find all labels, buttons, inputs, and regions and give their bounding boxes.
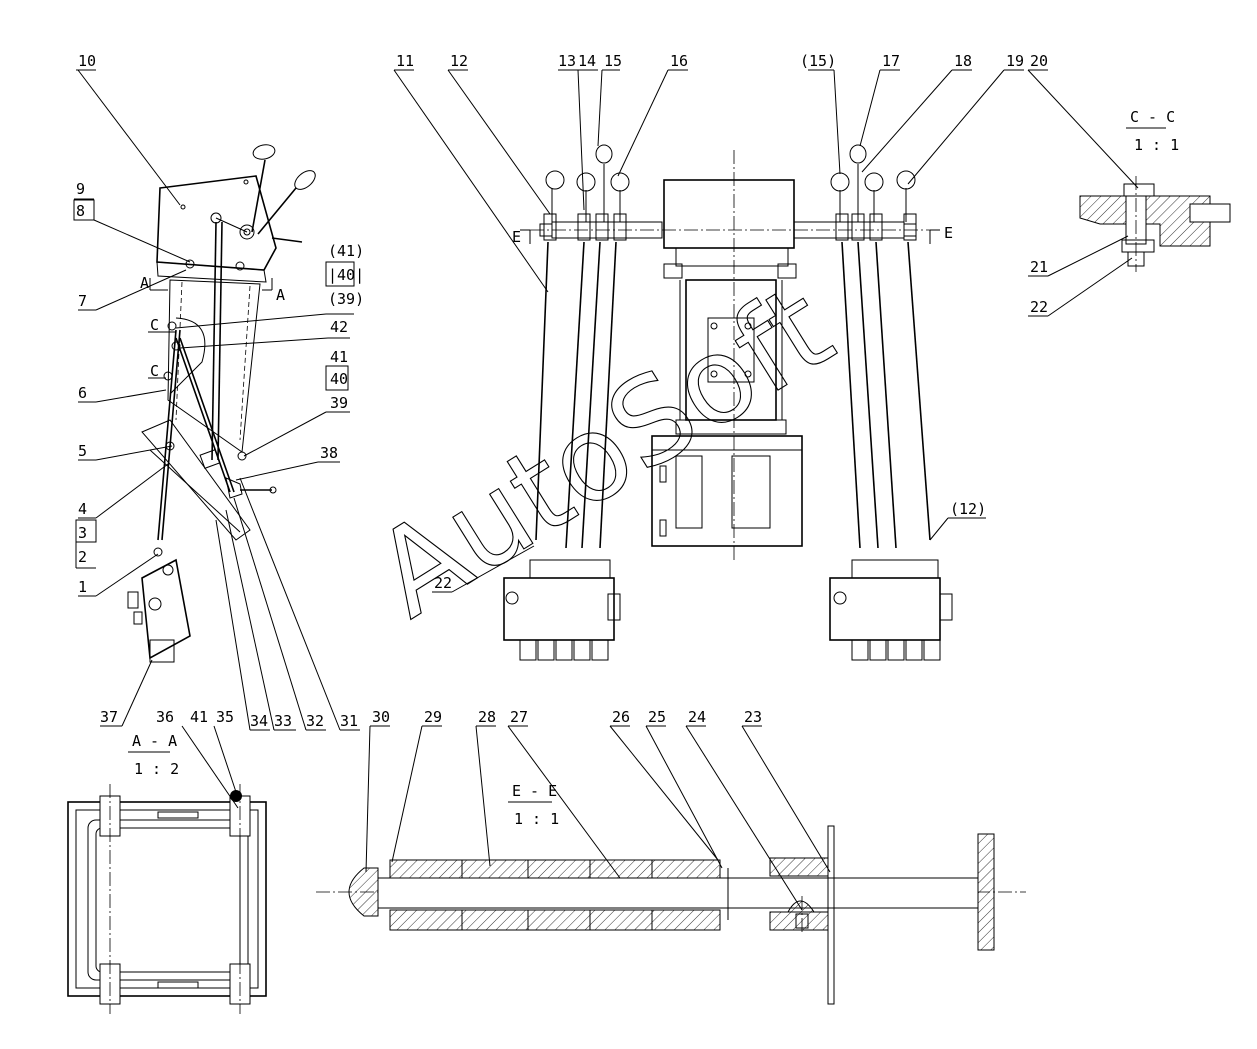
part-label: 33 [274,712,292,730]
part-label: 35 [216,708,234,726]
part-label: 1 [78,578,87,596]
part-label: 4 [78,500,87,518]
valve-port [149,639,175,663]
part-label: 6 [78,384,87,402]
part-label: 10 [78,52,96,70]
section-cc: C - C 1 : 1 20 21 22 [1027,52,1231,317]
part-label: 15 [604,52,622,70]
part-label: 21 [1030,258,1048,276]
part-label: 32 [306,712,324,730]
lever-knob-1 [252,144,276,160]
section-marker-c-top: C [150,316,159,334]
control-box [156,175,277,271]
link-rod-3 [175,337,231,493]
section-aa: A - A 1 : 2 [67,725,267,1014]
aa-outer-frame [67,801,267,997]
section-scale: 1 : 2 [134,760,179,778]
section-marker-e-left: E [512,228,521,246]
part-label: (15) [800,52,836,70]
part-label: 8 [76,202,85,220]
lever-knob-2 [294,170,316,190]
side-view-callouts: 10 9 8 7 6 5 4 3 2 1 (41) |40| (39) 42 [73,52,364,731]
part-label: (12) [950,500,986,518]
section-marker-c-bottom: C [150,362,159,380]
section-ee: E - E 1 : 1 30 29 28 27 26 25 [316,708,1026,1005]
part-label: 30 [372,708,390,726]
part-label: 34 [250,712,268,730]
side-view: A A C C [127,144,316,663]
part-label: 12 [450,52,468,70]
lower-mount [651,435,803,547]
link-rod-1 [211,221,217,461]
section-title: C - C [1130,108,1175,126]
part-label: 36 [156,708,174,726]
pedal-plate [141,419,251,541]
part-label: 42 [330,318,348,336]
box-base-plate [156,261,267,283]
ee-flange [977,833,995,951]
ref-label: 39 [330,394,348,412]
part-label: 22 [434,574,452,592]
part-label: 38 [320,444,338,462]
part-label: 24 [688,708,706,726]
ref-label: (39) [328,290,364,308]
part-label: 18 [954,52,972,70]
part-label: 7 [78,292,87,310]
part-label: 31 [340,712,358,730]
section-title: E - E [512,782,557,800]
aa-highlight-bolt [230,790,242,802]
pivot-bolt [239,224,255,240]
section-marker-a-right: A [276,286,285,304]
lever-1 [251,159,266,233]
part-label: 22 [1030,298,1048,316]
part-label: 41 [190,708,208,726]
lever-2 [257,187,297,235]
ref-label: 40 [330,370,348,388]
access-plate [707,317,755,383]
ref-label: (41) [328,242,364,260]
section-marker-e-right: E [944,224,953,242]
section-scale: 1 : 1 [1134,136,1179,154]
ee-shaft [377,877,979,909]
part-label: 19 [1006,52,1024,70]
part-label: 28 [478,708,496,726]
part-label: 29 [424,708,442,726]
valve-bank-left [503,577,615,641]
link-rod-2 [157,329,177,541]
part-label: 14 [578,52,596,70]
part-label: 11 [396,52,414,70]
top-view-callouts: 11 12 13 14 15 16 (15) 17 18 19 (12) 22 [393,52,1024,593]
part-label: 37 [100,708,118,726]
part-label: 3 [78,524,87,542]
part-label: 26 [612,708,630,726]
part-label: 23 [744,708,762,726]
ref-label: |40| [328,266,364,284]
part-label: 27 [510,708,528,726]
part-label: 5 [78,442,87,460]
part-label: 20 [1030,52,1048,70]
part-label: 25 [648,708,666,726]
ee-sleeve-bottom [389,909,721,931]
part-label: 9 [76,180,85,198]
valve-bank-right [829,577,941,641]
section-marker-a-left: A [140,274,149,292]
ee-sleeve-top [389,859,721,881]
part-label: 17 [882,52,900,70]
part-label: 2 [78,548,87,566]
watermark: AutoSoft [352,258,855,644]
part-label: 16 [670,52,688,70]
section-title: A - A [132,732,177,750]
ref-label: 41 [330,348,348,366]
ee-end-cap [348,867,379,917]
section-scale: 1 : 1 [514,810,559,828]
part-label: 13 [558,52,576,70]
top-view: E E [503,144,953,661]
central-housing [663,179,795,249]
